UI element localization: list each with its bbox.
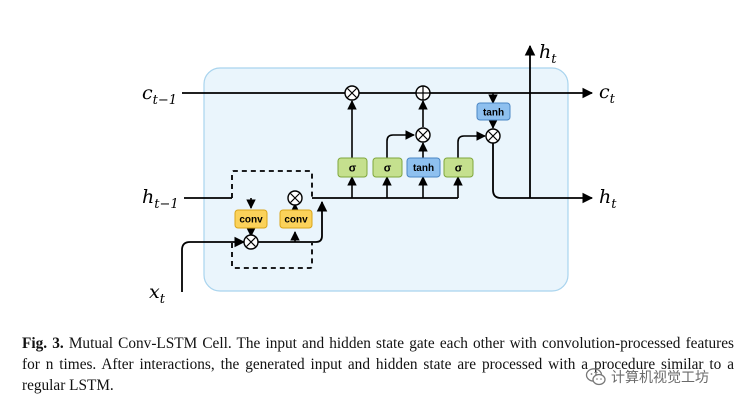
h-out-top-label: ht xyxy=(539,41,557,67)
watermark-text: 计算机视觉工坊 xyxy=(611,370,709,386)
output-gate-sigma: σ xyxy=(443,157,474,178)
multiply-node-input xyxy=(415,127,431,143)
dashed-loop xyxy=(231,170,313,198)
multiply-node-input-x xyxy=(243,234,259,250)
input-line xyxy=(181,236,246,292)
output-gate-label: σ xyxy=(455,163,463,175)
h-out-right-label: ht xyxy=(599,186,617,212)
cell-background xyxy=(203,67,569,292)
cell-tanh-label: tanh xyxy=(483,108,504,119)
multiply-node-hidden xyxy=(287,190,303,206)
figure-caption: Fig. 3. Mutual Conv-LSTM Cell. The input… xyxy=(22,333,734,396)
forget-gate-sigma: σ xyxy=(337,157,368,178)
wire-output-to-mult xyxy=(457,131,486,158)
h-prev-label: ht−1 xyxy=(142,186,179,212)
figure-label: Fig. 3. xyxy=(22,335,64,352)
wechat-icon xyxy=(585,368,606,386)
add-node xyxy=(415,85,431,101)
multiply-node-output xyxy=(485,128,501,144)
conv-block-2-label: conv xyxy=(284,215,308,226)
forget-gate-label: σ xyxy=(349,163,357,175)
candidate-gate-tanh: tanh xyxy=(406,157,441,178)
conv-block-2: conv xyxy=(279,209,313,229)
conv-block-1: conv xyxy=(234,209,268,229)
output-h-line xyxy=(492,143,594,204)
x-label: xt xyxy=(149,281,166,307)
conv-lstm-diagram: σ σ tanh σ tanh conv conv ct−1 ht−1 xt c… xyxy=(142,41,617,307)
input-up xyxy=(315,200,328,243)
input-gate-sigma: σ xyxy=(372,157,403,178)
caption-text: Mutual Conv-LSTM Cell. The input and hid… xyxy=(22,335,734,394)
watermark: 计算机视觉工坊 xyxy=(585,366,709,388)
c-prev-label: ct−1 xyxy=(142,82,177,108)
dashed-loop-bottom xyxy=(231,243,313,269)
cell-tanh-box: tanh xyxy=(476,102,511,121)
c-out-label: ct xyxy=(599,81,616,107)
conv-block-1-label: conv xyxy=(239,215,263,226)
input-gate-label: σ xyxy=(384,163,392,175)
candidate-gate-label: tanh xyxy=(413,163,434,174)
multiply-node-forget xyxy=(344,85,360,101)
wire-input-to-mult xyxy=(386,130,415,158)
